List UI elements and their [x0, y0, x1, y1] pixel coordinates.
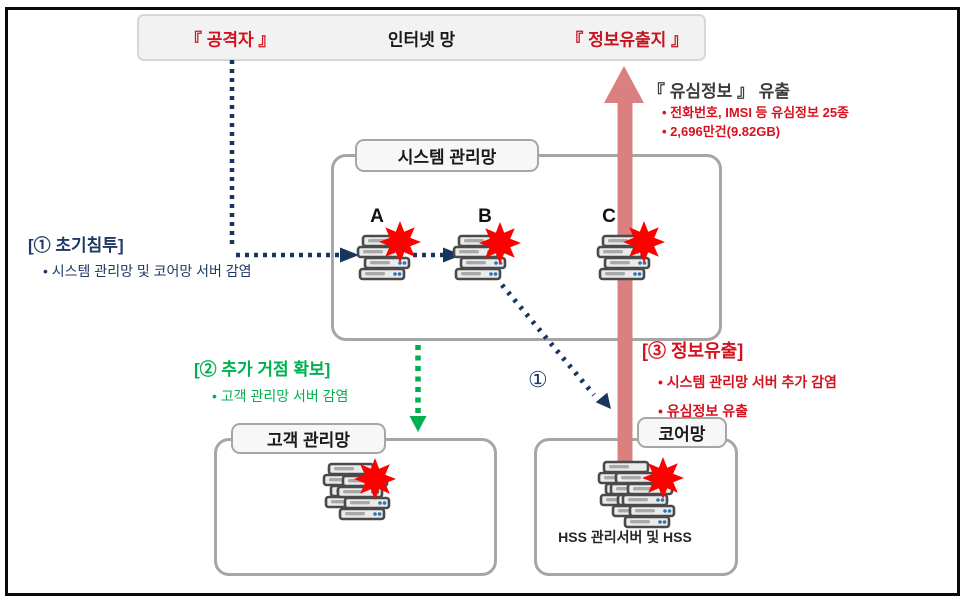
server-c-label: C — [602, 206, 616, 227]
hss-server-caption: HSS 관리서버 및 HSS — [558, 529, 692, 545]
step2-title: [② 추가 거점 확보] — [194, 360, 331, 379]
outer-frame — [5, 7, 960, 596]
step1-bullet: • 시스템 관리망 및 코어망 서버 감염 — [43, 263, 252, 279]
attacker-label: 『 공격자 』 — [185, 30, 276, 49]
step3-bullet-2: • 유심정보 유출 — [658, 403, 748, 419]
step2-bullet: • 고객 관리망 서버 감염 — [212, 388, 349, 404]
step1-title: [① 초기침투] — [28, 236, 124, 255]
step3-exfiltration-note: [③ 정보유출] • 시스템 관리망 서버 추가 감염 • 유심정보 유출 — [642, 337, 837, 421]
usim-exfil-bullet-1: • 전화번호, IMSI 등 유심정보 25종 — [662, 105, 850, 120]
core-network-box — [534, 438, 738, 576]
step3-title: [③ 정보유출] — [642, 341, 744, 361]
customer-mgmt-network-tab: 고객 관리망 — [231, 423, 386, 454]
step2-foothold-note: [② 추가 거점 확보] • 고객 관리망 서버 감염 — [194, 355, 348, 406]
usim-exfil-bullet-2: • 2,696만건(9.82GB) — [662, 124, 781, 139]
step1-initial-intrusion-note: [① 초기침투] • 시스템 관리망 및 코어망 서버 감염 — [28, 231, 252, 281]
exfil-site-label: 『 정보유출지 』 — [566, 30, 688, 49]
usim-exfil-callout: 『 유심정보 』 유출 • 전화번호, IMSI 등 유심정보 25종 • 2,… — [648, 77, 849, 140]
path-step-marker: ① — [528, 367, 548, 392]
system-mgmt-network-tab: 시스템 관리망 — [355, 139, 539, 172]
internet-banner: 『 공격자 』 인터넷 망 『 정보유출지 』 — [137, 14, 706, 61]
server-a-label: A — [370, 206, 384, 227]
step3-bullet-1: • 시스템 관리망 서버 추가 감염 — [658, 374, 837, 390]
usim-exfil-title: 『 유심정보 』 유출 — [648, 82, 791, 101]
server-b-label: B — [478, 206, 492, 227]
internet-label: 인터넷 망 — [387, 30, 456, 49]
customer-mgmt-network-box — [214, 438, 497, 576]
core-network-tab: 코어망 — [637, 417, 727, 448]
system-mgmt-network-box — [331, 154, 722, 341]
